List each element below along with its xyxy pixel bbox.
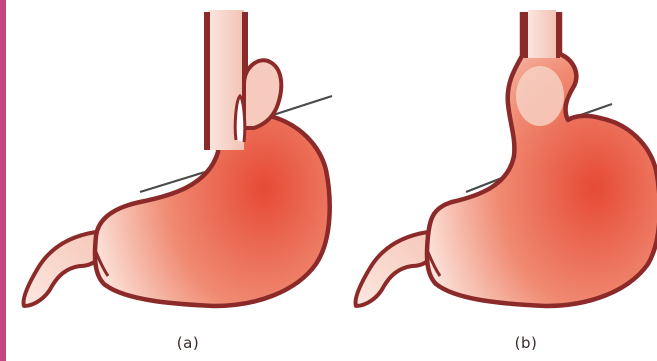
panel-a-stomach (24, 10, 332, 306)
panel-a-duodenum (24, 232, 100, 306)
panel-a-gastric-fold (235, 96, 245, 142)
panel-label-a: (a) (168, 334, 208, 352)
panel-b-hernia-bulge (516, 66, 564, 126)
panel-b-stomach (356, 10, 657, 306)
panel-label-b: (b) (506, 334, 546, 352)
panel-b-esophagus-lumen (528, 10, 556, 58)
panel-b-duodenum (356, 232, 432, 306)
